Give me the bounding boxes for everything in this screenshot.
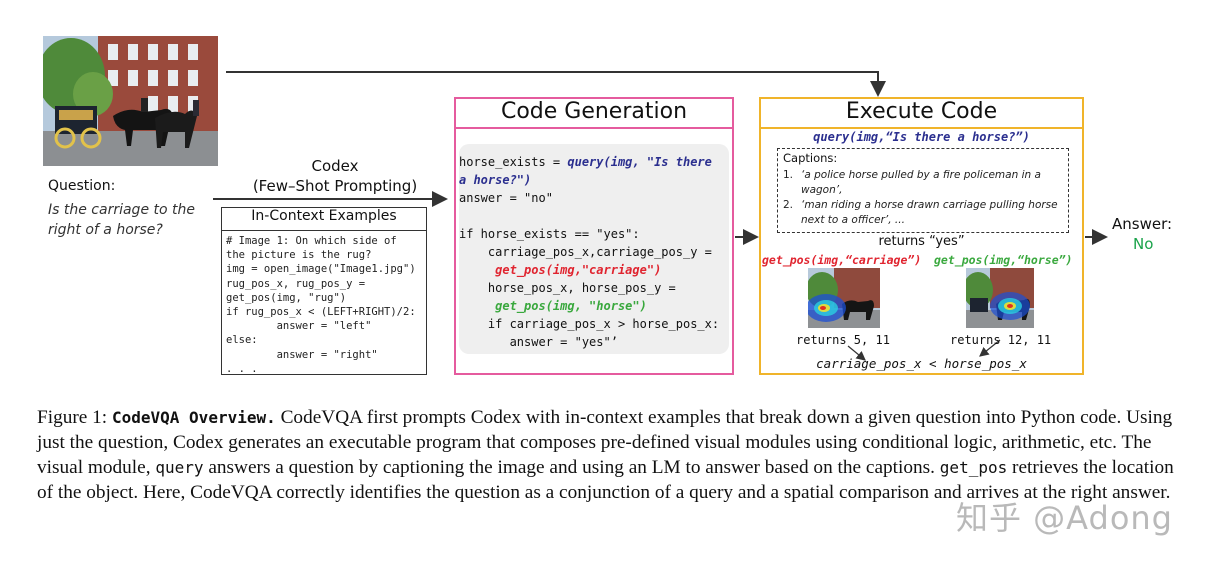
in-context-examples-title: In-Context Examples [251, 208, 397, 224]
get-pos-carriage-call: get_pos(img,"carriage") [459, 263, 662, 277]
returns-carriage-pointer [847, 345, 866, 361]
code-line: answer = "yes"’ [459, 335, 618, 349]
caption-item: 1.‘a police horse pulled by a fire polic… [783, 169, 1041, 196]
get-pos-horse-call: get_pos(img, "horse") [459, 299, 647, 313]
caption-query-term: query [155, 458, 204, 477]
code-line: if carriage_pos_x > horse_pos_x: [459, 317, 720, 331]
watermark: 知乎 @Adong [956, 499, 1173, 537]
execute-query-call: query(img,“Is there a horse?”) [813, 130, 1030, 144]
in-context-examples-divider [221, 230, 427, 231]
codex-prompting: (Few–Shot Prompting) [252, 177, 418, 195]
code-line: answer = "no" [459, 191, 553, 205]
code-generation-divider [454, 127, 734, 129]
codex-name: Codex [311, 157, 359, 175]
code-line: if horse_exists == "yes": [459, 227, 640, 241]
answer-value: No [1133, 235, 1154, 253]
get-pos-horse-label: get_pos(img,“horse”) [934, 253, 1073, 267]
get-pos-carriage-label: get_pos(img,“carriage”) [762, 253, 922, 267]
execute-code-box [759, 97, 1084, 375]
query-call-cont: a horse?") [459, 173, 532, 187]
carriage-heatmap-image [808, 268, 880, 328]
returns-carriage: returns 5, 11 [796, 333, 890, 347]
code-line: horse_exists = [459, 155, 568, 169]
figure-number: Figure 1: [37, 407, 112, 428]
question-label: Question: [48, 178, 116, 194]
horse-heatmap-image [966, 268, 1034, 328]
returns-yes: returns “yes” [878, 234, 965, 249]
codex-label: Codex (Few–Shot Prompting) [240, 156, 430, 196]
query-call: query(img, "Is there [567, 155, 712, 169]
image-to-execute-arrow [226, 71, 886, 97]
caption-title: CodeVQA Overview. [111, 408, 276, 427]
generated-code: horse_exists = query(img, "Is there a ho… [459, 153, 729, 351]
code-generation-panel [459, 144, 729, 354]
code-generation-title: Code Generation [500, 99, 688, 124]
returns-horse: returns 12, 11 [950, 333, 1052, 347]
caption-text: answers a question by captioning the ima… [203, 457, 940, 478]
in-context-examples-box [221, 207, 427, 375]
captions-box [777, 148, 1069, 233]
question-text: Is the carriage to the right of a horse? [48, 202, 195, 238]
figure-caption: Figure 1: CodeVQA Overview. CodeVQA firs… [37, 405, 1192, 505]
position-comparison: carriage_pos_x < horse_pos_x [816, 356, 1027, 371]
caption-getpos-term: get_pos [939, 458, 1008, 477]
code-line: horse_pos_x, horse_pos_y = [459, 281, 676, 295]
caption-item: 2.‘man riding a horse drawn carriage pul… [783, 199, 1058, 226]
code-line: carriage_pos_x,carriage_pos_y = [459, 245, 712, 259]
caption-text: retrieves the location of the object. He… [37, 457, 1174, 503]
caption-text: CodeVQA first prompts Codex with in-cont… [37, 407, 1173, 478]
input-image [43, 36, 218, 166]
in-context-examples-code: # Image 1: On which side of the picture … [226, 235, 416, 375]
code-generation-box [454, 97, 734, 375]
execute-code-divider [759, 127, 1084, 129]
captions-title: Captions: [783, 151, 838, 165]
answer-label: Answer: [1112, 215, 1173, 233]
execute-code-title: Execute Code [845, 99, 998, 124]
returns-horse-pointer [979, 339, 1001, 357]
captions-list: 1.‘a police horse pulled by a fire polic… [783, 168, 1065, 228]
